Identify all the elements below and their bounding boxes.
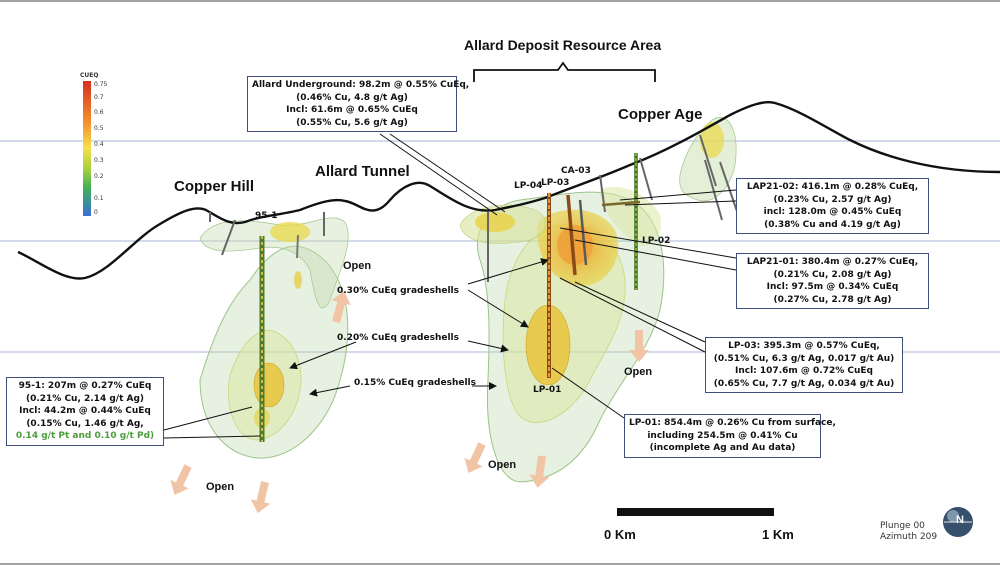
drillholes bbox=[209, 134, 741, 442]
label-allard-tunnel: Allard Tunnel bbox=[315, 163, 410, 180]
color-tick: 0.1 bbox=[94, 195, 104, 202]
drillhole-label: LP-04 bbox=[514, 181, 543, 191]
drillhole-label: LP-02 bbox=[642, 236, 671, 246]
scale-label-left: 0 Km bbox=[604, 527, 636, 542]
open-label: Open bbox=[488, 459, 517, 471]
color-bar bbox=[83, 81, 91, 216]
plunge-label: Plunge 00 bbox=[880, 521, 925, 531]
drillhole-label: LP-03 bbox=[541, 178, 570, 188]
lp-01-box: LP-01: 854.4m @ 0.26% Cu from surface, i… bbox=[624, 414, 836, 458]
lap21-01-box: LAP21-01: 380.4m @ 0.27% CuEq, (0.21% Cu… bbox=[736, 253, 929, 309]
open-label: Open bbox=[343, 260, 372, 272]
compass-letter: N bbox=[956, 514, 964, 526]
scale-label-right: 1 Km bbox=[762, 527, 794, 542]
drillhole-label: 95-1 bbox=[255, 211, 278, 221]
drillhole-label: LP-01 bbox=[533, 385, 562, 395]
copper-hill-shells bbox=[199, 217, 349, 459]
label-copper-age: Copper Age bbox=[618, 106, 703, 123]
color-tick: 0.7 bbox=[94, 94, 104, 101]
open-label: Open bbox=[206, 481, 235, 493]
diagram-title: Allard Deposit Resource Area bbox=[464, 37, 662, 53]
gradeshell-label: 0.20% CuEq gradeshells bbox=[337, 333, 459, 343]
lap21-02-box: LAP21-02: 416.1m @ 0.28% CuEq, (0.23% Cu… bbox=[736, 178, 929, 234]
allard-shells bbox=[459, 186, 665, 483]
color-tick: 0.3 bbox=[94, 157, 104, 164]
drillhole-label: CA-03 bbox=[561, 166, 591, 176]
color-tick: 0.2 bbox=[94, 173, 104, 180]
label-copper-hill: Copper Hill bbox=[174, 178, 255, 195]
color-bar-title: CUEQ bbox=[80, 72, 99, 79]
leader-lines bbox=[163, 133, 737, 439]
azimuth-label: Azimuth 209 bbox=[880, 532, 938, 542]
color-tick: 0.75 bbox=[94, 81, 108, 88]
allard-underground-box: Allard Underground: 98.2m @ 0.55% CuEq, … bbox=[247, 76, 469, 132]
gradeshell-label: 0.30% CuEq gradeshells bbox=[337, 286, 459, 296]
lp-03-box: LP-03: 395.3m @ 0.57% CuEq, (0.51% Cu, 6… bbox=[705, 337, 903, 393]
resource-area-bracket bbox=[473, 61, 656, 82]
gradeshell-label: 0.15% CuEq gradeshells bbox=[354, 378, 476, 388]
hole-95-1-box: 95-1: 207m @ 0.27% CuEq (0.21% Cu, 2.14 … bbox=[6, 377, 164, 446]
open-arrows bbox=[170, 291, 649, 514]
open-label: Open bbox=[624, 366, 653, 378]
scale-bar bbox=[617, 508, 774, 516]
color-tick: 0.5 bbox=[94, 125, 104, 132]
color-tick: 0.4 bbox=[94, 141, 104, 148]
color-tick: 0 bbox=[94, 209, 98, 216]
color-tick: 0.6 bbox=[94, 109, 104, 116]
topography-line bbox=[17, 101, 1000, 280]
